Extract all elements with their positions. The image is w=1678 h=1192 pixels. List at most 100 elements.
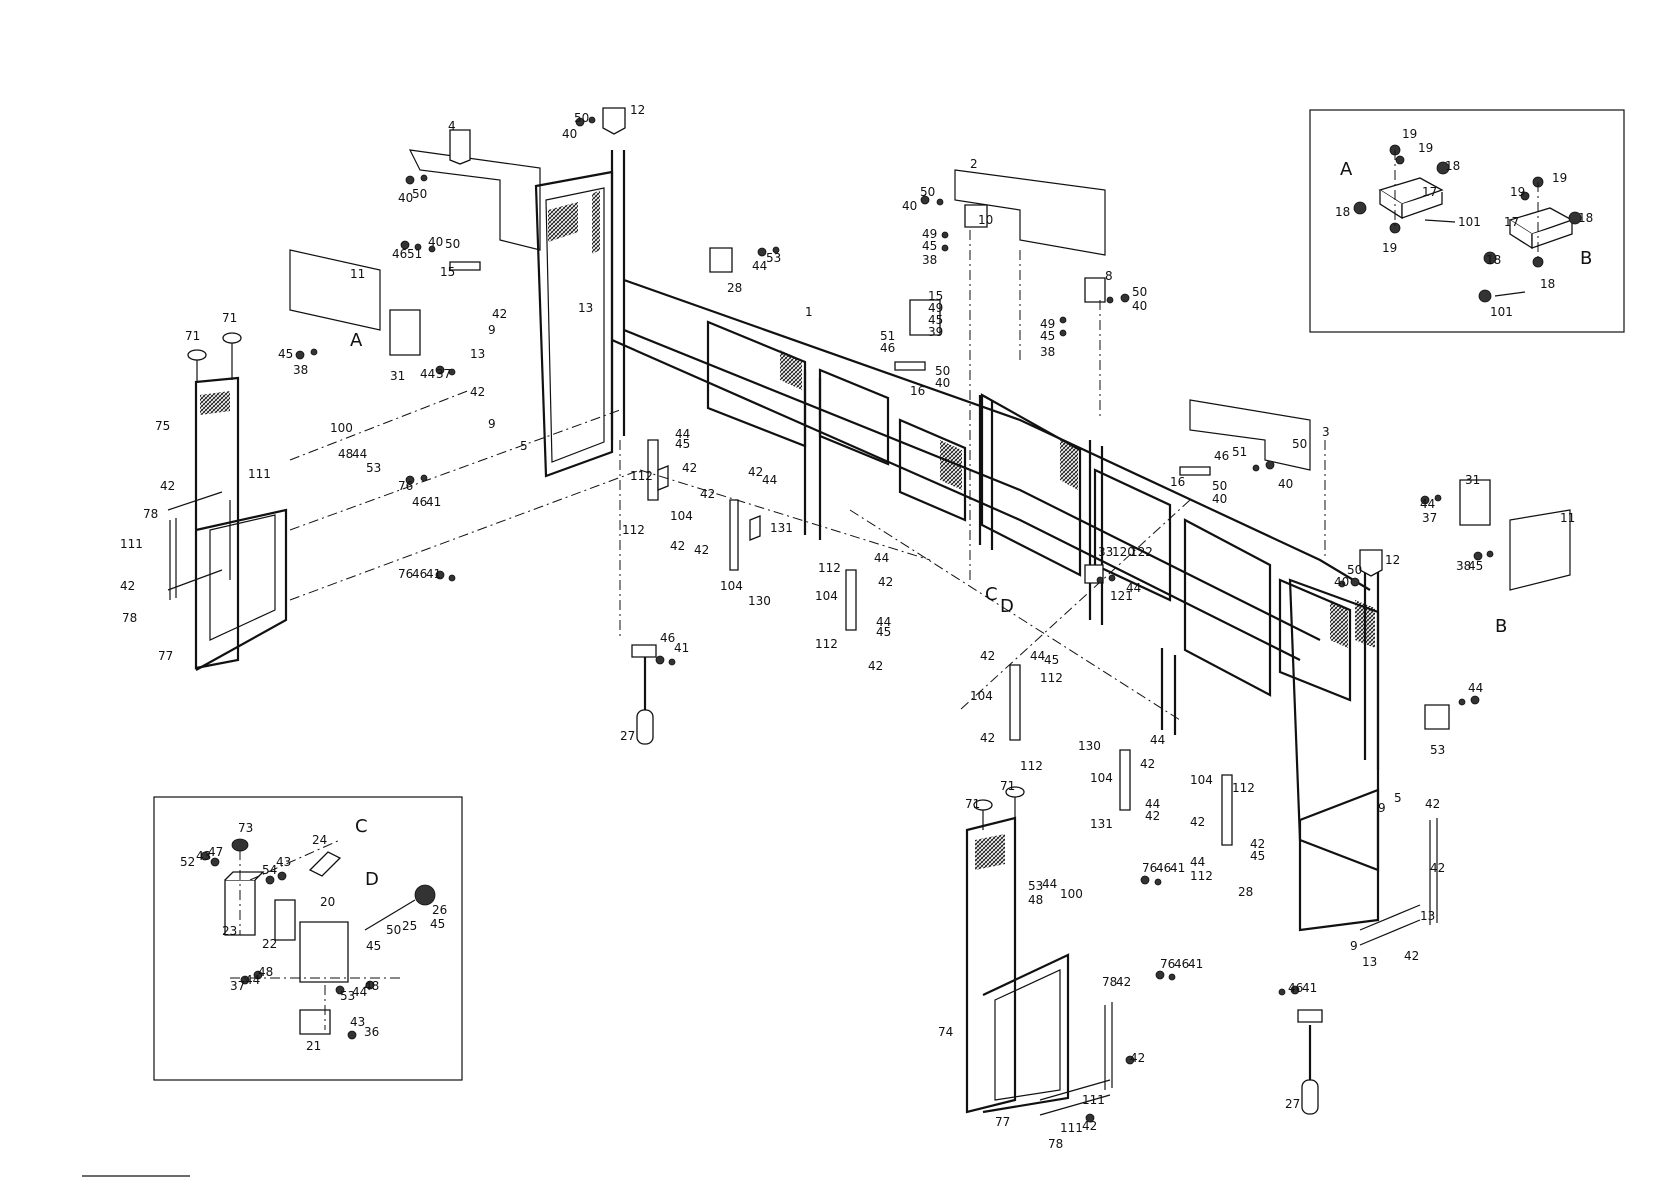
callout: 44 bbox=[876, 615, 891, 629]
right-post-cap bbox=[1359, 549, 1383, 577]
bracket-28-right bbox=[1424, 704, 1450, 730]
callout: 111 bbox=[248, 467, 271, 481]
callout: 40 bbox=[1132, 299, 1147, 313]
left-door-knob-1 bbox=[187, 349, 207, 361]
bracket-8 bbox=[1084, 277, 1106, 303]
callout: 42 bbox=[980, 649, 995, 663]
inset-ab-border bbox=[1309, 109, 1625, 333]
bracket-28-left bbox=[709, 247, 733, 273]
main-frame-assembly bbox=[534, 107, 1383, 872]
callout: 5 bbox=[1394, 791, 1402, 805]
callout: 19 bbox=[1402, 127, 1417, 141]
callout: 42 bbox=[748, 465, 763, 479]
strip-104-4 bbox=[1119, 749, 1131, 811]
callout: 42 bbox=[492, 307, 507, 321]
right-door-assembly bbox=[965, 786, 1438, 1116]
callout: 13 bbox=[470, 347, 485, 361]
callout: 40 bbox=[1278, 477, 1293, 491]
post-center-left bbox=[803, 370, 822, 540]
callout: 101 bbox=[1458, 215, 1481, 229]
callout: 50 bbox=[1212, 479, 1227, 493]
callout: 15 bbox=[440, 265, 455, 279]
center-panel-7 bbox=[1278, 578, 1352, 702]
callout: 25 bbox=[402, 919, 417, 933]
callout: 44 bbox=[1126, 581, 1141, 595]
callout: 51 bbox=[880, 329, 895, 343]
bracket-15 bbox=[909, 299, 941, 336]
callout: 41 bbox=[426, 567, 441, 581]
callout: 46 bbox=[1288, 981, 1303, 995]
center-panel-5 bbox=[1093, 468, 1172, 602]
callout: 75 bbox=[155, 419, 170, 433]
top-covers bbox=[289, 129, 1571, 730]
callout: 46 bbox=[1156, 861, 1171, 875]
callout: 50 bbox=[1347, 563, 1362, 577]
callout: 48 bbox=[258, 965, 273, 979]
callout: 42 bbox=[1145, 809, 1160, 823]
callout: 19 bbox=[1418, 141, 1433, 155]
callout: 45 bbox=[278, 347, 293, 361]
callout: 48 bbox=[364, 979, 379, 993]
callout: 10 bbox=[978, 213, 993, 227]
bracket-16-right bbox=[1179, 466, 1211, 476]
callout: 40 bbox=[935, 376, 950, 390]
inset-cd-label-c: C bbox=[355, 816, 368, 837]
post-right-front bbox=[1160, 648, 1177, 735]
callout: 45 bbox=[1040, 329, 1055, 343]
callout: 44 bbox=[1420, 497, 1435, 511]
callout: 130 bbox=[1078, 739, 1101, 753]
callout: 42 bbox=[470, 385, 485, 399]
callout: 53 bbox=[1430, 743, 1445, 757]
callout: 51 bbox=[407, 247, 422, 261]
callout: 13 bbox=[578, 301, 593, 315]
callout: 44 bbox=[1030, 649, 1045, 663]
callout: 104 bbox=[720, 579, 743, 593]
callout: 38 bbox=[293, 363, 308, 377]
callout: 40 bbox=[1334, 575, 1349, 589]
callout: 44 bbox=[762, 473, 777, 487]
callout: 46 bbox=[880, 341, 895, 355]
callout: 42 bbox=[694, 543, 709, 557]
callout: 44 bbox=[352, 985, 367, 999]
callout: 40 bbox=[562, 127, 577, 141]
callout: 40 bbox=[398, 191, 413, 205]
hinge-assembly-b bbox=[1478, 176, 1582, 303]
callout: 45 bbox=[675, 437, 690, 451]
callout: 50 bbox=[386, 923, 401, 937]
callout: 111 bbox=[120, 537, 143, 551]
post-right-rear bbox=[1363, 560, 1380, 770]
callout: 45 bbox=[1250, 849, 1265, 863]
callout: 41 bbox=[1170, 861, 1185, 875]
callout: 101 bbox=[1490, 305, 1513, 319]
hinge-strips bbox=[619, 439, 1233, 846]
callout: 131 bbox=[1090, 817, 1113, 831]
callout: 42 bbox=[700, 487, 715, 501]
callout: 37 bbox=[436, 367, 451, 381]
inset-detail-ab bbox=[1309, 109, 1625, 333]
callout: 112 bbox=[630, 469, 653, 483]
latch-assembly-c bbox=[200, 838, 342, 936]
callout: 112 bbox=[1232, 781, 1255, 795]
center-panel-4 bbox=[980, 393, 1082, 577]
callout: 76 bbox=[398, 567, 413, 581]
callout: 112 bbox=[1040, 671, 1063, 685]
callout: 37 bbox=[230, 979, 245, 993]
callout: 13 bbox=[1362, 955, 1377, 969]
callout: 41 bbox=[1302, 981, 1317, 995]
bracket-16-center bbox=[894, 361, 926, 371]
center-panel-2 bbox=[818, 368, 890, 466]
inset-cd-border bbox=[153, 796, 463, 1081]
callout: 54 bbox=[262, 863, 277, 877]
callout-ref-c: C bbox=[985, 584, 998, 605]
callout: 42 bbox=[670, 539, 685, 553]
callout: 42 bbox=[120, 579, 135, 593]
callout: 44 bbox=[1150, 733, 1165, 747]
callout: 112 bbox=[818, 561, 841, 575]
callout: 43 bbox=[196, 849, 211, 863]
callout: 45 bbox=[1468, 559, 1483, 573]
callout: 31 bbox=[390, 369, 405, 383]
callout: 112 bbox=[815, 637, 838, 651]
callout: 45 bbox=[430, 917, 445, 931]
callout-ref-a: A bbox=[350, 330, 363, 351]
callout: 42 bbox=[1116, 975, 1131, 989]
